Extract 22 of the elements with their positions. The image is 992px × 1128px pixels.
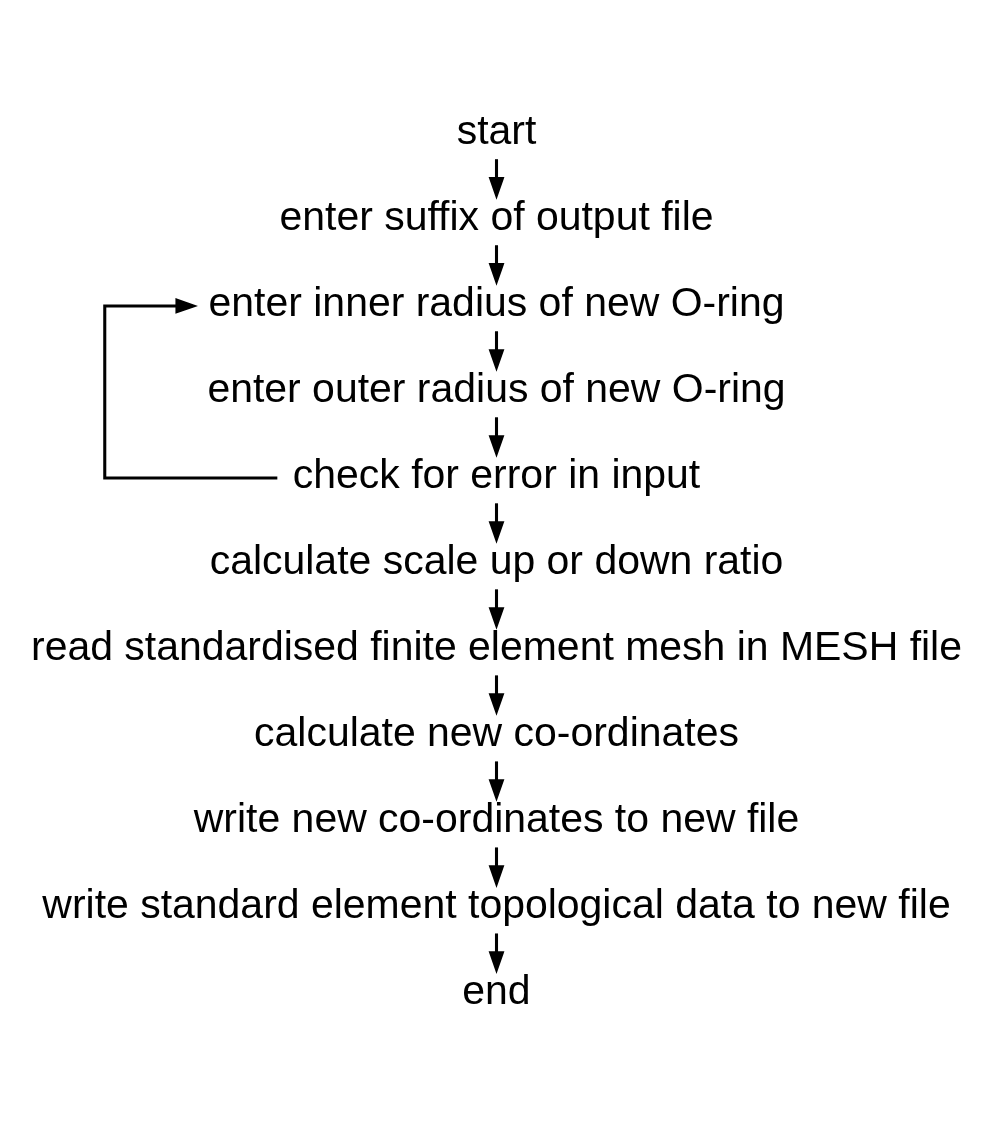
arrow bbox=[488, 933, 504, 974]
arrow bbox=[102, 298, 277, 480]
arrow bbox=[488, 761, 504, 802]
arrow bbox=[488, 503, 504, 544]
node-text: calculate new co-ordinates bbox=[253, 709, 739, 756]
arrow bbox=[488, 159, 504, 200]
node-text: read standardised finite element mesh in MESH file bbox=[30, 623, 962, 670]
arrow bbox=[488, 245, 504, 286]
node-text: write new co-ordinates to new file bbox=[193, 795, 799, 842]
node-text: end bbox=[461, 967, 531, 1014]
node-text: start bbox=[456, 107, 536, 154]
node-text: enter inner radius of new O-ring bbox=[208, 279, 784, 326]
node-text: enter suffix of output file bbox=[278, 193, 714, 240]
arrow bbox=[488, 675, 504, 716]
node-text: write standard element topological data to new file bbox=[41, 881, 951, 928]
arrow bbox=[488, 331, 504, 372]
node-text: check for error in input bbox=[292, 451, 700, 498]
arrow bbox=[488, 847, 504, 888]
node-text: enter outer radius of new O-ring bbox=[206, 365, 786, 412]
node-text: calculate scale up or down ratio bbox=[209, 537, 783, 584]
arrow bbox=[488, 589, 504, 630]
arrow bbox=[488, 417, 504, 458]
